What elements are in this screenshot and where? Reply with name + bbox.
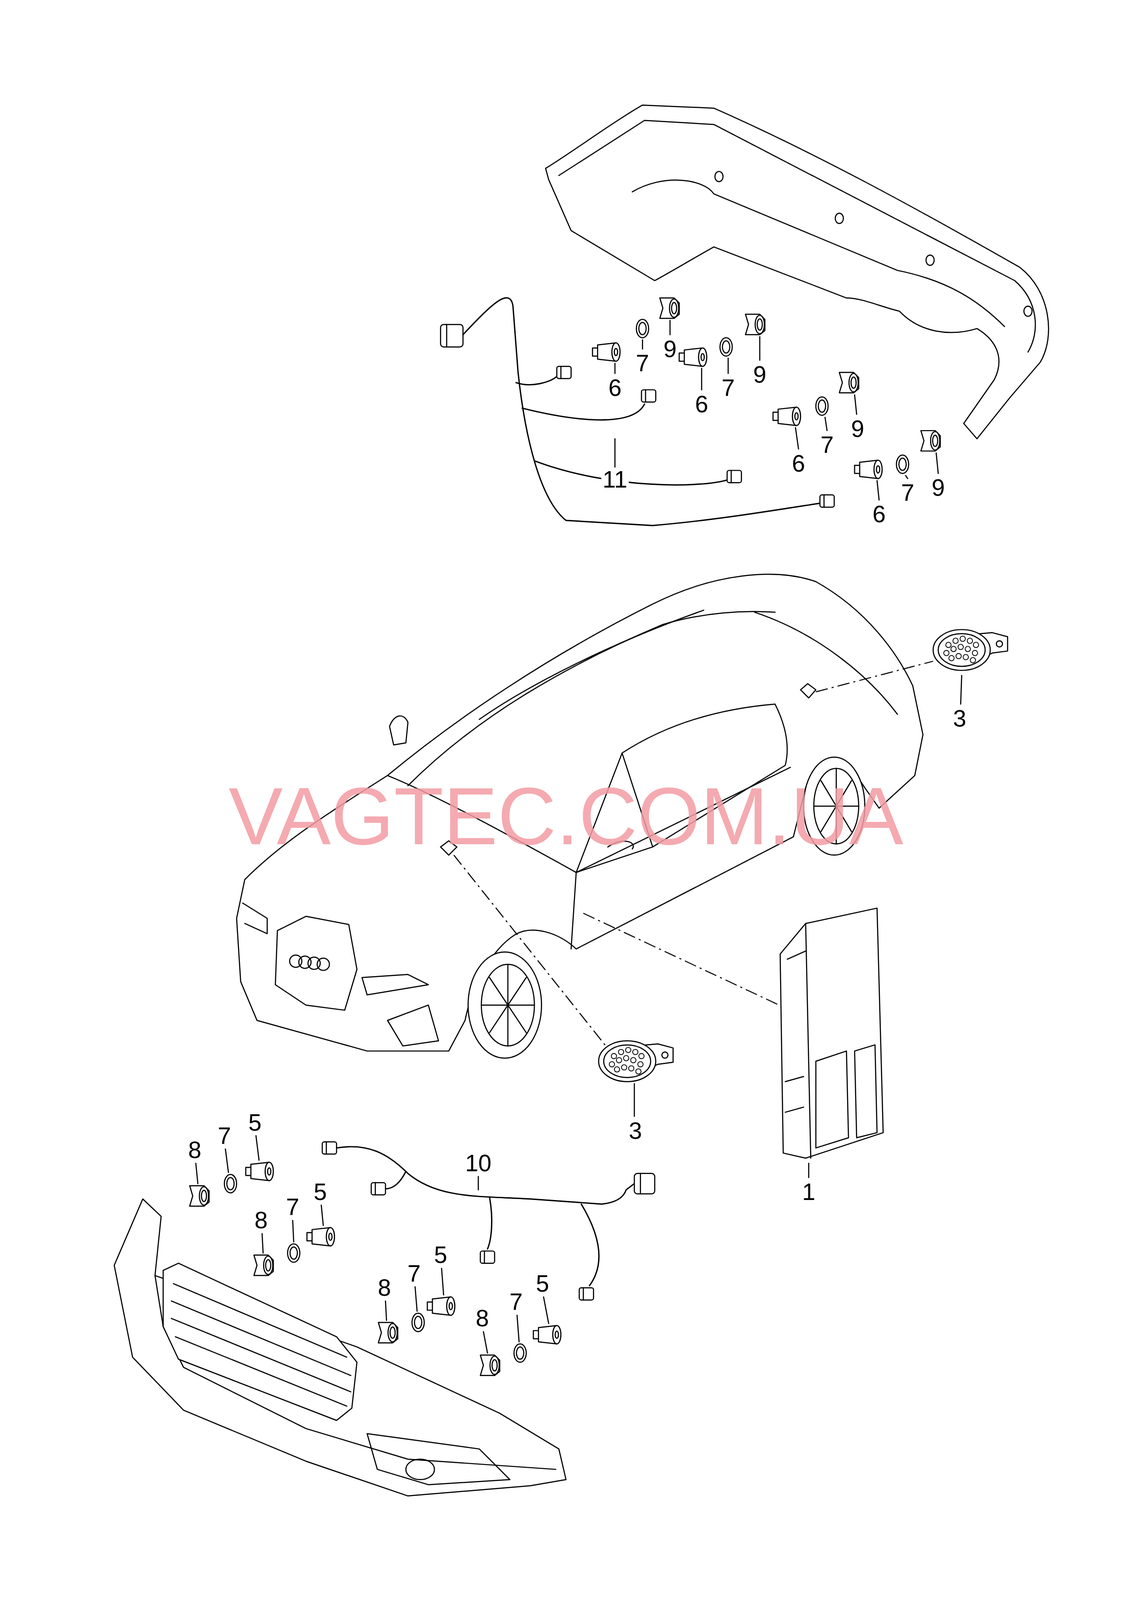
callout-number: 7 bbox=[634, 351, 651, 375]
callout-number: 5 bbox=[312, 1179, 329, 1204]
callout-number: 8 bbox=[186, 1137, 203, 1162]
callout-number: 9 bbox=[930, 475, 947, 500]
callout-number: 9 bbox=[661, 336, 678, 361]
callout-number: 6 bbox=[693, 392, 710, 416]
watermark: VAGTEC.COM.UA bbox=[228, 775, 904, 857]
callout-number: 8 bbox=[474, 1305, 491, 1330]
callout-number: 7 bbox=[720, 375, 737, 400]
callout-number: 3 bbox=[627, 1118, 644, 1143]
callout-number: 7 bbox=[819, 432, 836, 457]
callout-number: 6 bbox=[606, 375, 623, 400]
callout-number: 3 bbox=[951, 706, 968, 730]
callout-number: 9 bbox=[849, 416, 866, 441]
callout-number: 1 bbox=[800, 1179, 817, 1204]
callout-number: 7 bbox=[507, 1289, 524, 1313]
callout-number: 7 bbox=[216, 1123, 233, 1148]
callout-number: 5 bbox=[534, 1271, 551, 1295]
callout-number: 8 bbox=[376, 1275, 393, 1299]
callout-number: 5 bbox=[247, 1110, 264, 1134]
callout-number: 7 bbox=[899, 480, 916, 505]
callout-number: 7 bbox=[284, 1194, 301, 1219]
callout-number: 9 bbox=[751, 362, 768, 387]
callout-number: 10 bbox=[463, 1150, 493, 1175]
callout-number: 5 bbox=[432, 1242, 449, 1267]
callout-number: 6 bbox=[790, 451, 807, 476]
callout-number: 6 bbox=[871, 501, 888, 526]
callout-number: 7 bbox=[406, 1261, 423, 1285]
callout-number: 8 bbox=[253, 1207, 269, 1232]
callout-number: 11 bbox=[601, 467, 629, 492]
